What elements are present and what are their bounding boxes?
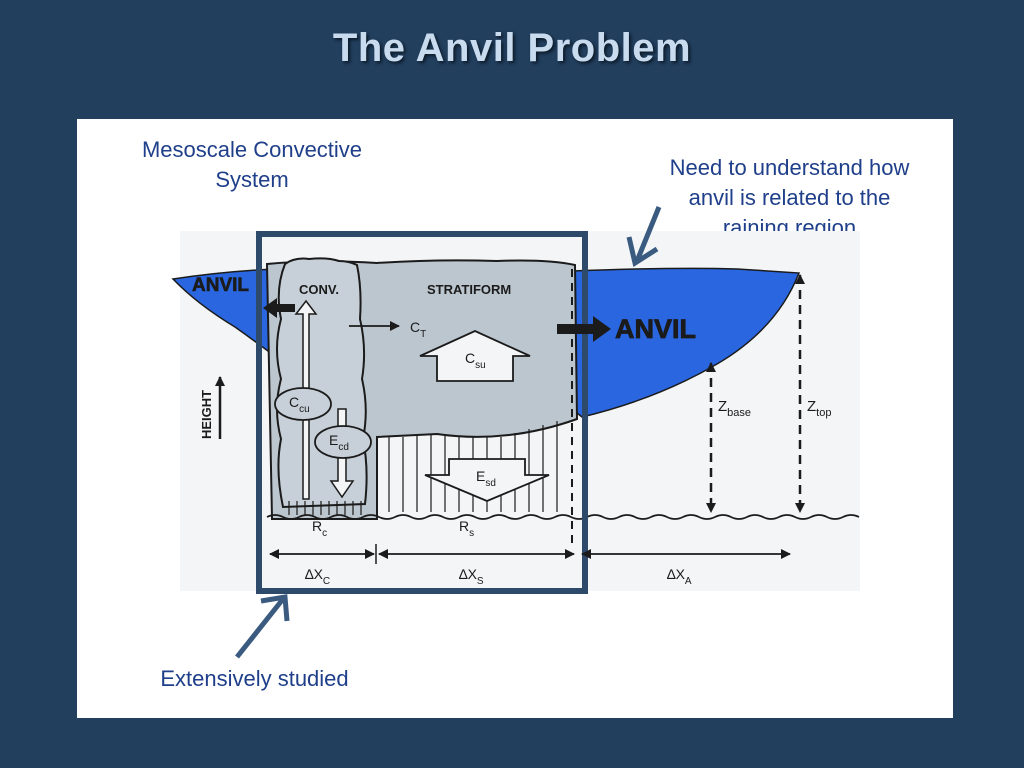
anvil-right-arrow [557, 316, 611, 342]
c-su-up-arrow [419, 330, 531, 382]
stratiform-label: STRATIFORM [427, 282, 511, 297]
e-sd-label: Esd [476, 468, 496, 489]
c-su-label: Csu [465, 350, 486, 371]
z-top-label: Ztop [807, 398, 831, 419]
anvil-left-arrow [263, 298, 295, 318]
diagram-panel: Mesoscale Convective System Need to unde… [77, 119, 953, 718]
c-t-label: CT [410, 319, 426, 340]
convective-rain [288, 501, 362, 515]
mcs-callout-line2: System [215, 167, 289, 192]
need-callout-line2: anvil is related to the [688, 185, 891, 210]
dx-s-label: ∆XS [459, 566, 484, 587]
c-cu-bubble [274, 387, 332, 421]
mcs-callout: Mesoscale Convective System [107, 135, 397, 195]
e-sd-down-arrow [424, 458, 550, 502]
need-callout-pointer [626, 206, 662, 268]
anvil-diagram: ANVIL ANVIL CONV. STRATIFORM HEIGHT CT C… [171, 206, 860, 659]
r-c-label: Rc [312, 518, 327, 539]
studied-region-box [256, 231, 588, 594]
ground-line [266, 514, 860, 520]
z-base-label: Zbase [718, 398, 751, 419]
height-label: HEIGHT [199, 390, 214, 439]
need-callout-line1: Need to understand how [669, 155, 910, 180]
c-cu-label: Ccu [289, 394, 310, 415]
dx-c-label: ∆XC [305, 566, 330, 587]
studied-callout: Extensively studied [160, 666, 349, 691]
e-cd-bubble [314, 425, 372, 459]
conv-label: CONV. [299, 282, 339, 297]
r-s-label: Rs [459, 518, 474, 539]
slide-title: The Anvil Problem [332, 26, 692, 70]
mcs-callout-line1: Mesoscale Convective [141, 137, 363, 162]
anvil-right-shape [571, 267, 801, 418]
studied-callout-pointer [235, 594, 290, 659]
e-cd-label: Ecd [329, 432, 349, 453]
anvil-left-label: ANVIL [192, 275, 249, 296]
dx-a-label: ∆XA [667, 566, 692, 587]
anvil-right-label: ANVIL [615, 314, 696, 344]
